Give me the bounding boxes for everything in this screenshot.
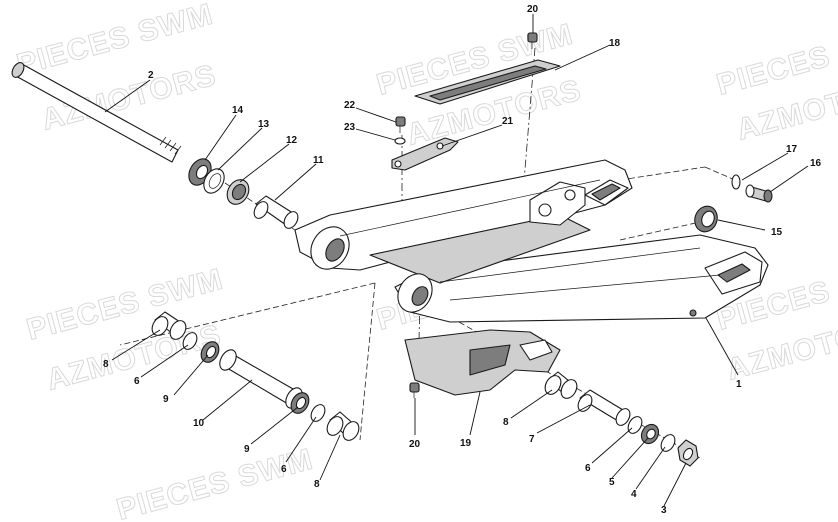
callout-23: 23 <box>344 122 356 133</box>
axle-part-2 <box>11 62 182 163</box>
callout-18: 18 <box>609 38 621 49</box>
guard-part-19 <box>404 329 561 396</box>
washer-part-6-right <box>627 416 643 434</box>
bolt-part-16 <box>745 184 773 203</box>
callout-labels: 2 14 13 12 11 22 23 21 18 20 17 16 15 1 … <box>103 4 822 516</box>
leader-lines <box>104 14 809 507</box>
callout-6-center: 6 <box>281 464 287 475</box>
callout-8-left: 8 <box>103 359 109 370</box>
callout-6-left: 6 <box>134 376 140 387</box>
callout-19: 19 <box>460 438 472 449</box>
callout-4: 4 <box>631 489 637 500</box>
washer-part-6-center <box>310 404 326 422</box>
bearing-part-5 <box>640 423 660 445</box>
callout-22: 22 <box>344 100 356 111</box>
chain-slider-part-18 <box>414 59 561 105</box>
screw-part-20-top <box>527 32 538 49</box>
callout-12: 12 <box>286 135 298 146</box>
watermark-pieces: PIECES SWM <box>713 18 838 102</box>
bushing-part-8-right <box>544 371 578 399</box>
washer-part-23 <box>394 137 406 145</box>
callout-6-right: 6 <box>585 463 591 474</box>
callout-20-bottom: 20 <box>409 439 421 450</box>
callout-2: 2 <box>148 70 154 81</box>
callout-9-center: 9 <box>244 444 250 455</box>
callout-16: 16 <box>810 158 822 169</box>
spacer-part-7 <box>577 389 631 426</box>
callout-17: 17 <box>786 144 798 155</box>
callout-15: 15 <box>771 227 783 238</box>
callout-10: 10 <box>193 418 205 429</box>
bearing-part-9-center <box>290 392 310 414</box>
callout-7: 7 <box>529 434 535 445</box>
callout-3: 3 <box>661 505 667 516</box>
washer-part-17 <box>731 174 741 190</box>
screw-part-22 <box>395 116 406 133</box>
washer-part-4 <box>660 434 676 452</box>
callout-8-center: 8 <box>314 479 320 490</box>
seal-part-13 <box>203 168 225 194</box>
bushing-part-8-left <box>151 311 187 340</box>
nut-part-3 <box>677 439 699 467</box>
callout-20-top: 20 <box>527 4 539 15</box>
bearing-part-12 <box>226 179 250 205</box>
callout-9-left: 9 <box>163 394 169 405</box>
spacer-part-11 <box>253 195 299 229</box>
callout-1: 1 <box>736 379 742 390</box>
callout-21: 21 <box>502 116 514 127</box>
callout-11: 11 <box>313 155 324 166</box>
callout-13: 13 <box>258 119 270 130</box>
watermark-pieces: PIECES SWM <box>113 443 316 522</box>
seal-ring-part-15 <box>694 205 718 233</box>
swingarm-part-1 <box>294 159 769 323</box>
callout-8-right: 8 <box>503 417 509 428</box>
bushing-part-8-center <box>326 411 360 441</box>
screw-part-20-bottom <box>409 382 420 398</box>
callout-14: 14 <box>232 105 244 116</box>
washer-part-6-left <box>182 332 198 350</box>
callout-5: 5 <box>609 477 615 488</box>
